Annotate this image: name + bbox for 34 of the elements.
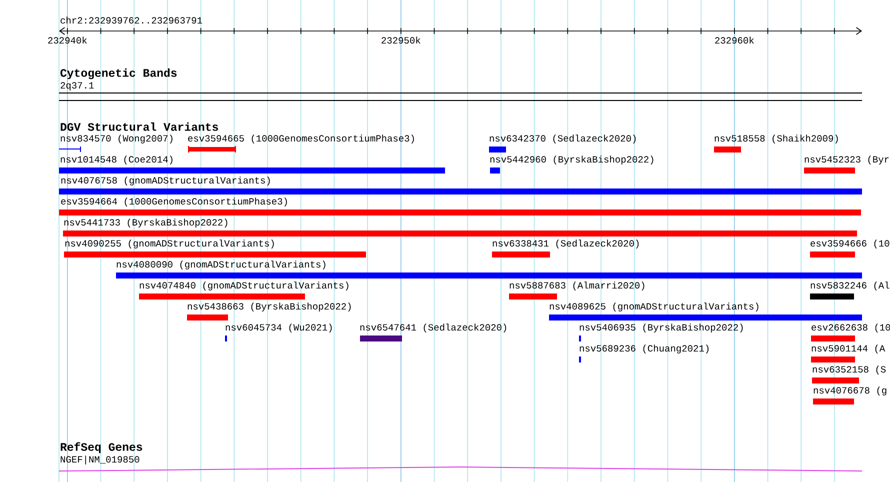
gene-label: NGEF|NM_019850 [60, 456, 140, 464]
variant-label: nsv6352158 (S [812, 366, 886, 374]
variant-label: nsv4074840 (gnomADStructuralVariants) [140, 282, 348, 290]
variant-label: esv3594666 (10 [810, 240, 890, 248]
band-label: 2q37.1 [60, 82, 94, 90]
track-title: DGV Structural Variants [60, 122, 218, 131]
tick-label: 232940k [48, 36, 87, 44]
variant-label: nsv6342370 (Sedlazeck2020) [490, 134, 636, 144]
variant-label: nsv834570 (Wong2007) [60, 134, 172, 144]
variant-label: nsv5438663 (ByrskaBishop2022) [188, 302, 351, 312]
variant-label: nsv518558 (Shaikh2009) [714, 134, 838, 144]
variant-label: esv3594665 (1000GenomesConsortiumPhase3) [188, 134, 414, 144]
variant-label: nsv6338431 (Sedlazeck2020) [492, 240, 639, 248]
coordinate-label: chr2:232939762..232963791 [60, 16, 202, 24]
variant-label: nsv5689236 (Chuang2021) [580, 344, 709, 354]
variant-label: nsv5406935 (ByrskaBishop2022) [580, 324, 743, 332]
variant-label: nsv4080090 (gnomADStructuralVariants) [116, 260, 326, 270]
variant-label: nsv5887683 (Almarri2020) [510, 282, 644, 290]
variant-label: nsv4090255 (gnomADStructuralVariants) [65, 240, 274, 248]
variant-label: nsv4076678 (g [814, 386, 886, 396]
tick-label: 232960k [715, 36, 754, 44]
variant-label: nsv5441733 (ByrskaBishop2022) [64, 218, 228, 228]
variant-label: nsv5442960 (ByrskaBishop2022) [490, 156, 654, 164]
variant-label: nsv4076758 (gnomADStructuralVariants) [61, 176, 270, 186]
variant-label: nsv5901144 (A [812, 344, 886, 354]
variant-label: esv3594664 (1000GenomesConsortiumPhase3) [61, 198, 287, 206]
variant-label: nsv6547641 (Sedlazeck2020) [360, 324, 506, 332]
tick-label: 232950k [382, 36, 420, 44]
variant-label: nsv1014548 (Coe2014) [60, 156, 172, 164]
variant-label: nsv6045734 (Wu2021) [226, 324, 332, 332]
variant-label: esv2662638 (10 [812, 324, 890, 332]
variant-label: nsv5832246 (Al [810, 282, 890, 290]
variant-label: nsv5452323 (Byr [804, 156, 889, 164]
variant-label: nsv4089625 (gnomADStructuralVariants) [550, 302, 758, 312]
